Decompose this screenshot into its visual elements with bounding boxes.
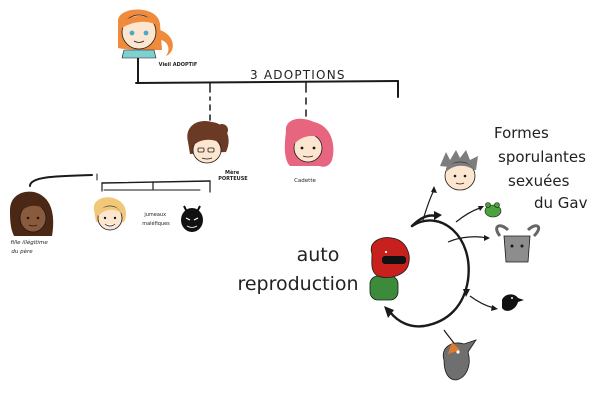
top-adopter-icon (117, 9, 173, 59)
cadette-icon (284, 118, 334, 167)
frog-icon (484, 202, 502, 218)
formes-line-2: sporulantes (498, 148, 586, 166)
twins-label-line1: jumeaux (143, 212, 166, 218)
adoptions-label: 3 ADOPTIONS (250, 68, 346, 82)
auto-label: auto (297, 244, 340, 266)
horned-creature-icon (495, 224, 541, 263)
twin-blond-icon (93, 197, 126, 231)
twin-black-icon (181, 205, 203, 232)
twins-label-line2: maléfiques (142, 220, 170, 227)
crow-icon (502, 294, 524, 311)
top-adopter-text: Vieil ADOPTIF (159, 62, 198, 68)
cadette-label: Cadette (294, 178, 316, 184)
tree-lines (29, 57, 399, 193)
mother-label-line2: PORTEUSE (218, 176, 248, 182)
cycle-arrows (388, 214, 470, 328)
twins-label: jumeaux maléfiques (142, 212, 170, 227)
grey-face-icon (440, 150, 478, 191)
mother-icon (187, 120, 229, 164)
bird-creature-icon (442, 339, 477, 381)
daughter-label-line2: du père (11, 248, 33, 255)
formes-line-3: sexuées (508, 172, 570, 190)
daughter-label-line1: fille illégitime (11, 239, 49, 246)
reproduction-label: reproduction (237, 273, 358, 295)
gav-icon (369, 237, 410, 301)
formes-title: Formes sporulantes sexuées du Gav (494, 124, 591, 212)
formes-line-1: Formes (494, 124, 549, 142)
daughter-label: fille illégitime du père (11, 239, 50, 255)
top-adopter-label: Vieil ADOPTIF (159, 62, 198, 68)
daughter-icon (10, 191, 54, 236)
mother-label-line1: Mère (225, 169, 240, 176)
formes-line-4: du Gav (534, 194, 588, 212)
mother-label: Mère PORTEUSE (218, 169, 248, 182)
cycle-arrowheads (384, 211, 470, 318)
